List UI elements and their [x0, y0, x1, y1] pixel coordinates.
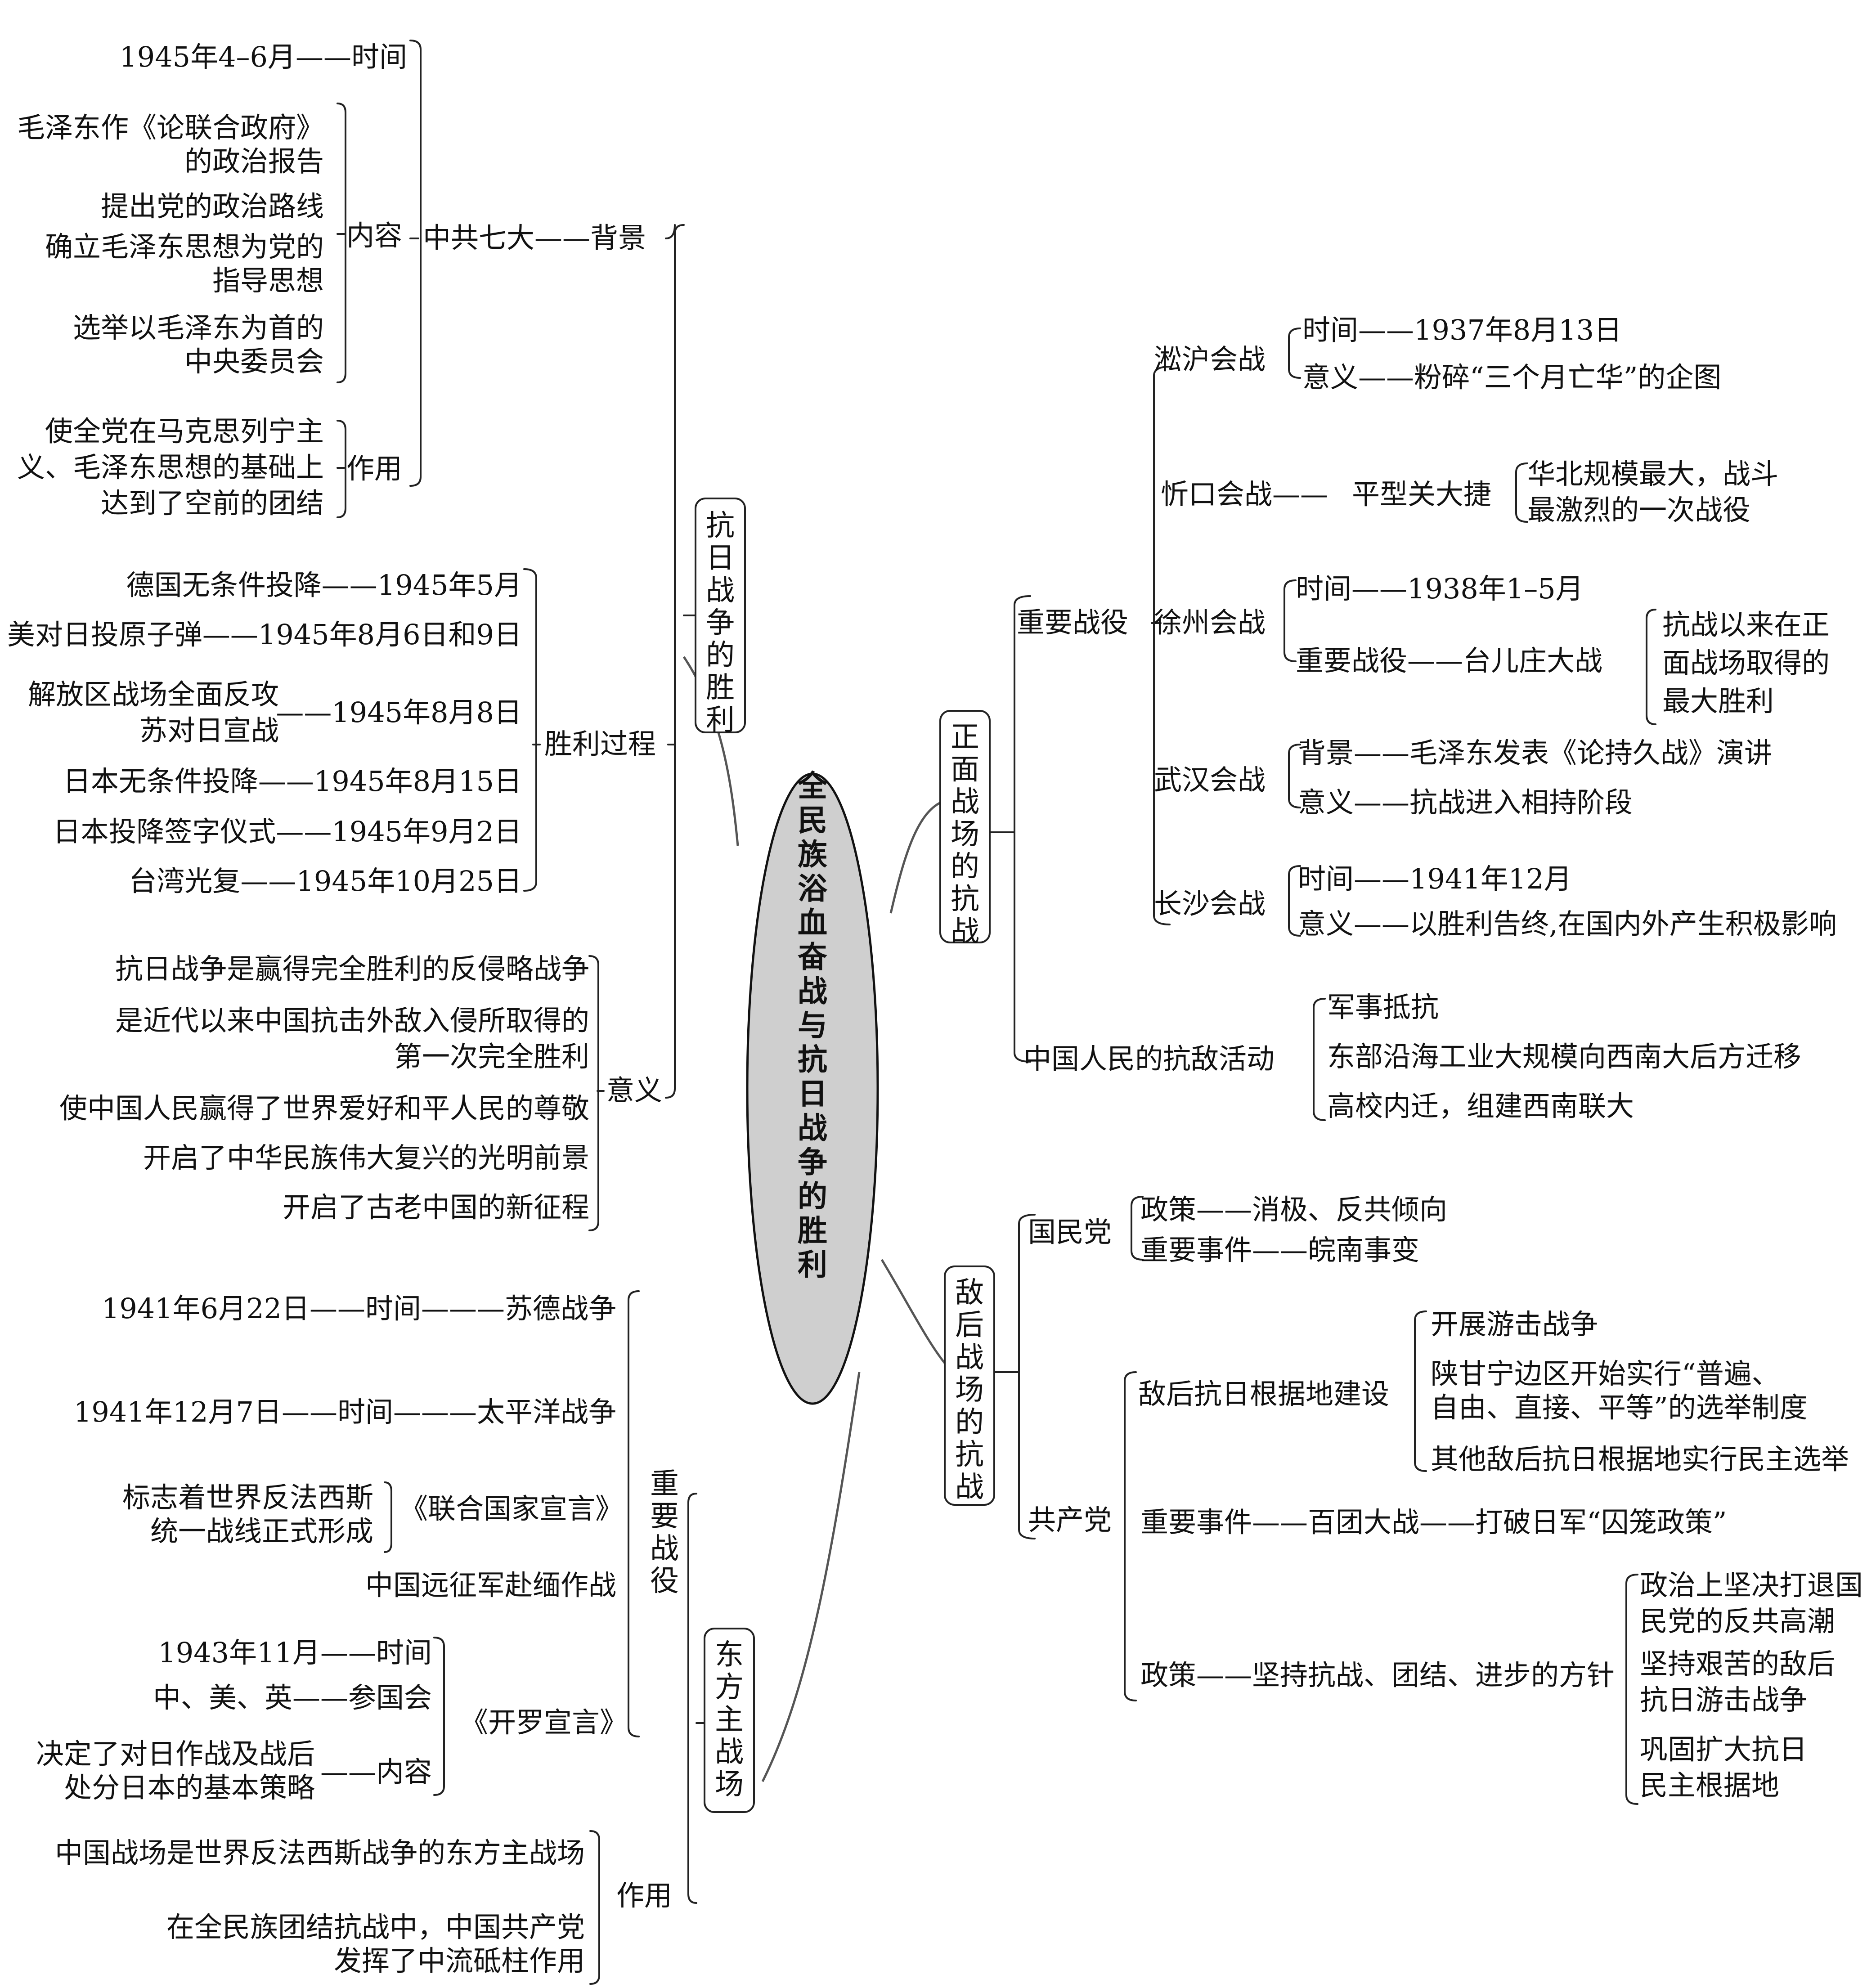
xinkou-sub: 平型关大捷	[1352, 478, 1491, 511]
eastern-cairo-content-0: 决定了对日作战及战后	[36, 1737, 315, 1770]
eastern-un-desc-0: 标志着世界反法西斯	[122, 1481, 373, 1514]
kmt-label: 国民党	[1028, 1216, 1112, 1248]
node-rear	[944, 1265, 995, 1506]
process-event-7: 台湾光复——1945年10月25日	[129, 865, 522, 898]
congress-time: 1945年4–6月——时间	[119, 40, 407, 73]
meaning-item-1: 是近代以来中国抗击外敌入侵所取得的	[115, 1004, 589, 1037]
eastern-un-label: 《联合国家宣言》	[400, 1492, 623, 1525]
ccp-base-0: 开展游击战争	[1431, 1308, 1598, 1341]
ccp-policy-3: 抗日游击战争	[1640, 1683, 1807, 1716]
congress-effect-label: 作用	[346, 452, 402, 485]
xuzhou-desc-1: 面战场取得的	[1662, 646, 1830, 679]
changsha-time: 时间——1941年12月	[1298, 862, 1572, 895]
eastern-role-0: 中国战场是世界反法西斯战争的东方主战场	[55, 1836, 585, 1869]
songhu-label: 淞沪会战	[1154, 343, 1266, 376]
xuzhou-label: 徐州会战	[1154, 606, 1266, 639]
node-eastern	[704, 1628, 755, 1813]
xinkou-desc-1: 最激烈的一次战役	[1527, 494, 1750, 526]
congress-content-4: 指导思想	[212, 264, 324, 297]
node-frontal	[939, 710, 991, 943]
xuzhou-desc-0: 抗战以来在正	[1662, 608, 1830, 641]
wuhan-background: 背景——毛泽东发表《论持久战》演讲	[1298, 736, 1772, 769]
ccp-policy-2: 坚持艰苦的敌后	[1640, 1647, 1835, 1680]
congress-label: 中共七大——背景	[423, 221, 646, 254]
process-event-6: 日本投降签字仪式——1945年9月2日	[53, 815, 522, 848]
ccp-policy-label: 政策——坚持抗战、团结、进步的方针	[1140, 1659, 1615, 1692]
kmt-event: 重要事件——皖南事变	[1140, 1234, 1419, 1266]
process-event-0: 德国无条件投降——1945年5月	[126, 569, 522, 601]
meaning-item-0: 抗日战争是赢得完全胜利的反侵略战争	[115, 952, 589, 985]
meaning-item-5: 开启了古老中国的新征程	[283, 1191, 589, 1224]
ccp-label: 共产党	[1028, 1503, 1112, 1536]
eastern-cairo-countries: 中、美、英——参国会	[153, 1681, 432, 1714]
changsha-meaning: 意义——以胜利告终,在国内外产生积极影响	[1298, 907, 1837, 940]
xinkou-desc-0: 华北规模最大，战斗	[1527, 458, 1778, 490]
center-node	[746, 772, 879, 1405]
xuzhou-desc-2: 最大胜利	[1662, 685, 1774, 718]
congress-content-label: 内容	[346, 219, 402, 252]
ccp-event: 重要事件——百团大战——打破日军“囚笼政策”	[1140, 1506, 1727, 1539]
eastern-cairo-time: 1943年11月——时间	[158, 1636, 432, 1669]
congress-content-6: 中央委员会	[184, 345, 324, 378]
eastern-role-1: 在全民族团结抗战中，中国共产党	[166, 1911, 585, 1943]
process-event-3: 苏对日宣战	[139, 714, 279, 747]
eastern-role-2: 发挥了中流砥柱作用	[334, 1944, 585, 1977]
victory-title: 抗日战争的胜利	[706, 509, 735, 737]
process-event-4: ——1945年8月8日	[276, 696, 522, 729]
meaning-item-2: 第一次完全胜利	[394, 1040, 589, 1073]
eastern-battles-label: 重要战役	[650, 1467, 679, 1598]
congress-content-1: 的政治报告	[184, 145, 324, 178]
process-label: 胜利过程	[544, 727, 656, 760]
xuzhou-time: 时间——1938年1–5月	[1296, 572, 1584, 605]
frontal-title: 正面战场的抗战	[951, 721, 979, 948]
congress-content-5: 选举以毛泽东为首的	[73, 311, 324, 344]
congress-content-0: 毛泽东作《论联合政府》	[17, 111, 324, 144]
center-title: 全民族浴血奋战与抗日战争的胜利	[797, 768, 828, 1282]
congress-effect-1: 义、毛泽东思想的基础上	[17, 451, 324, 484]
eastern-title: 东方主战场	[715, 1638, 744, 1801]
process-event-5: 日本无条件投降——1945年8月15日	[63, 765, 522, 798]
eastern-cairo-content-1: 处分日本的基本策略	[64, 1771, 315, 1804]
kmt-policy: 政策——消极、反共倾向	[1140, 1193, 1447, 1226]
process-event-2: 解放区战场全面反攻	[28, 678, 279, 711]
ccp-policy-1: 民党的反共高潮	[1640, 1605, 1835, 1638]
congress-effect-0: 使全党在马克思列宁主	[45, 415, 324, 448]
changsha-label: 长沙会战	[1154, 887, 1266, 920]
meaning-item-4: 开启了中华民族伟大复兴的光明前景	[143, 1141, 589, 1174]
songhu-time: 时间——1937年8月13日	[1302, 314, 1622, 346]
congress-content-2: 提出党的政治路线	[101, 190, 324, 223]
xuzhou-battle: 重要战役——台儿庄大战	[1296, 644, 1602, 677]
eastern-cairo-content-label: ——内容	[320, 1755, 432, 1788]
eastern-pacific: 1941年12月7日——时间———太平洋战争	[74, 1396, 616, 1428]
congress-effect-2: 达到了空前的团结	[101, 487, 324, 520]
ccp-policy-5: 民主根据地	[1640, 1769, 1779, 1802]
eastern-role-label: 作用	[616, 1879, 672, 1912]
songhu-meaning: 意义——粉碎“三个月亡华”的企图	[1302, 361, 1721, 394]
xinkou-label: 忻口会战——	[1161, 478, 1328, 511]
people-item-1: 东部沿海工业大规模向西南大后方迁移	[1327, 1040, 1801, 1073]
meaning-item-3: 使中国人民赢得了世界爱好和平人民的尊敬	[59, 1092, 589, 1125]
eastern-cairo-label: 《开罗宣言》	[460, 1706, 628, 1739]
people-label: 中国人民的抗敌活动	[1023, 1042, 1275, 1075]
ccp-base-2: 自由、直接、平等”的选举制度	[1431, 1391, 1808, 1424]
wuhan-meaning: 意义——抗战进入相持阶段	[1298, 786, 1633, 819]
people-item-0: 军事抵抗	[1327, 991, 1439, 1023]
ccp-policy-4: 巩固扩大抗日	[1640, 1733, 1807, 1766]
rear-title: 敌后战场的抗战	[955, 1276, 984, 1504]
ccp-base-1: 陕甘宁边区开始实行“普遍、	[1431, 1357, 1780, 1390]
frontal-battles-label: 重要战役	[1017, 606, 1128, 639]
eastern-un-desc-1: 统一战线正式形成	[150, 1515, 373, 1548]
eastern-soviet: 1941年6月22日——时间———苏德战争	[102, 1292, 616, 1325]
people-item-2: 高校内迁，组建西南联大	[1327, 1090, 1634, 1122]
eastern-expedition: 中国远征军赴缅作战	[365, 1569, 616, 1602]
wuhan-label: 武汉会战	[1154, 763, 1266, 796]
ccp-base-label: 敌后抗日根据地建设	[1138, 1378, 1389, 1410]
process-event-1: 美对日投原子弹——1945年8月6日和9日	[7, 618, 522, 651]
congress-content-3: 确立毛泽东思想为党的	[45, 230, 324, 263]
ccp-base-3: 其他敌后抗日根据地实行民主选举	[1431, 1443, 1849, 1476]
meaning-label: 意义	[606, 1074, 662, 1107]
ccp-policy-0: 政治上坚决打退国	[1640, 1569, 1863, 1602]
